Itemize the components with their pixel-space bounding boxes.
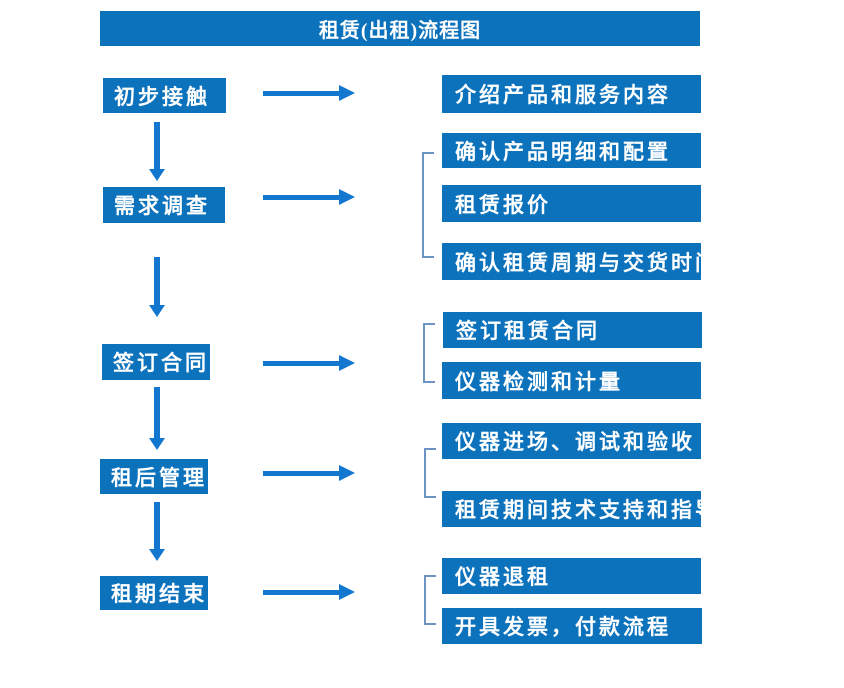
detail-node-invoicing-payment: 开具发票，付款流程 [442, 608, 702, 644]
detail-node-instrument-return: 仪器退租 [442, 558, 701, 594]
arrow-down-stage1-stage2 [149, 122, 165, 181]
stage-node-sign-contract: 签订合同 [102, 344, 210, 380]
arrow-head-icon [339, 355, 355, 371]
arrow-head-icon [149, 169, 165, 181]
arrow-head-icon [339, 465, 355, 481]
arrow-head-icon [149, 549, 165, 561]
bracket-rental-end-group [424, 575, 436, 625]
arrow-head-icon [339, 584, 355, 600]
arrow-right-post-rental-management [263, 465, 355, 481]
stage-node-rental-end: 租期结束 [100, 576, 208, 610]
arrow-down-stage4-stage5 [149, 502, 165, 561]
detail-node-introduce-products: 介绍产品和服务内容 [442, 75, 701, 113]
detail-node-instrument-entry-acceptance: 仪器进场、调试和验收 [442, 423, 701, 459]
detail-node-confirm-rental-period: 确认租赁周期与交货时间 [442, 243, 701, 280]
detail-node-rental-quote: 租赁报价 [442, 185, 701, 222]
detail-node-instrument-testing: 仪器检测和计量 [442, 362, 701, 399]
arrow-down-stage2-stage3 [149, 257, 165, 317]
arrow-head-icon [339, 189, 355, 205]
detail-node-sign-rental-contract: 签订租赁合同 [443, 312, 702, 348]
arrow-head-icon [149, 438, 165, 450]
arrow-right-demand-survey [263, 189, 355, 205]
detail-node-confirm-product-details: 确认产品明细和配置 [442, 133, 701, 168]
arrow-down-stage3-stage4 [149, 387, 165, 450]
bracket-sign-contract-group [423, 323, 435, 383]
arrow-right-rental-end [263, 584, 355, 600]
stage-node-demand-survey: 需求调查 [103, 187, 225, 223]
detail-node-technical-support: 租赁期间技术支持和指导 [442, 491, 701, 527]
arrow-right-sign-contract [263, 355, 355, 371]
flowchart-title: 租赁(出租)流程图 [100, 11, 700, 46]
bracket-post-rental-group [424, 448, 436, 498]
bracket-demand-survey-group [422, 152, 434, 258]
stage-node-initial-contact: 初步接触 [103, 78, 226, 113]
arrow-head-icon [339, 85, 355, 101]
stage-node-post-rental-management: 租后管理 [100, 459, 208, 494]
arrow-head-icon [149, 305, 165, 317]
arrow-right-initial-contact [263, 85, 355, 101]
